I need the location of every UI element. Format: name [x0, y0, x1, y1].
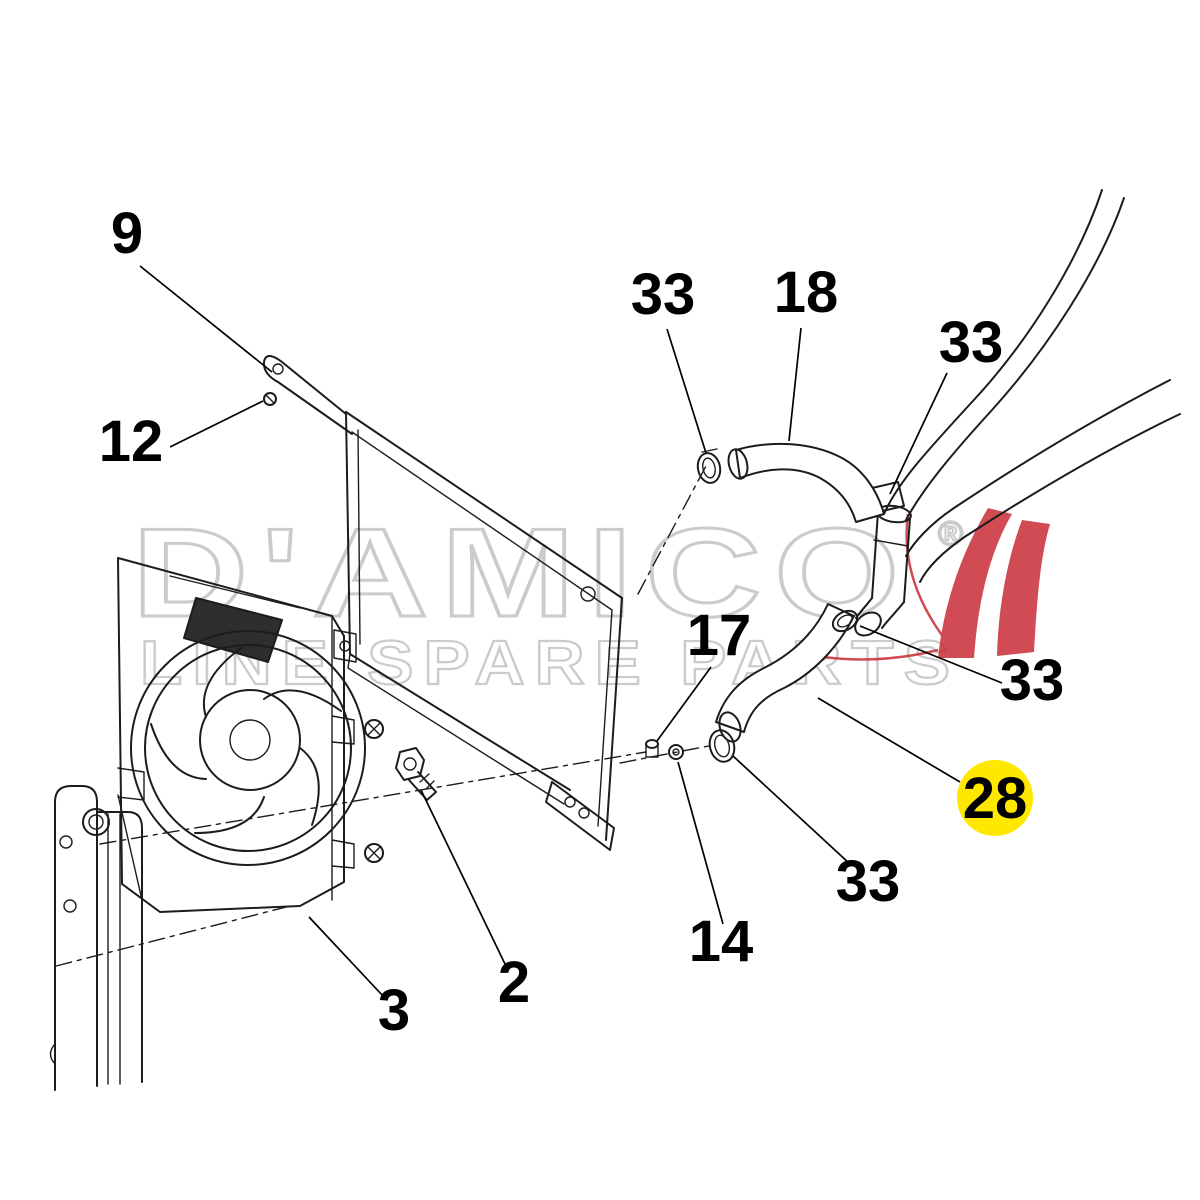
radiator-fitting-2: [63, 899, 77, 913]
leader-33-c: [859, 625, 1003, 684]
radiator: [49, 785, 143, 1091]
fan-blades: [150, 647, 342, 834]
part-label-12: 12: [99, 409, 164, 474]
leader-3: [308, 916, 384, 997]
logo-swoosh-1: [815, 648, 939, 661]
hose-clamp-33-a: [696, 448, 722, 484]
fan-assembly: [117, 557, 384, 913]
radiator-cap: [82, 808, 110, 836]
radiator-fitting-1: [59, 835, 73, 849]
leader-lines: [139, 265, 1003, 997]
part-label-17: 17: [687, 603, 752, 668]
logo-right-petal: [997, 520, 1050, 656]
highlight-circle-28: [957, 760, 1033, 836]
part-label-33-c: 33: [1000, 648, 1065, 713]
washer-14: [668, 744, 684, 760]
shroud-connector: [117, 767, 145, 801]
fan-ring-inner: [144, 644, 352, 852]
bracket-hole: [580, 586, 596, 602]
shroud-tab-lower: [331, 839, 355, 869]
screw-12: [263, 392, 277, 406]
bolt-17: [645, 739, 659, 758]
leader-9: [139, 265, 273, 373]
hose-18: [727, 442, 885, 523]
shroud-screw-lower: [364, 843, 384, 863]
part-labels: 9 12 33 18 33 17 33 28 33 14 2 3: [99, 201, 1065, 1043]
hose-clamp-33-d: [708, 729, 736, 763]
hose-clamp-33-c: [831, 609, 859, 633]
watermark-logo: [815, 508, 1050, 661]
shroud-tab-upper: [331, 715, 355, 745]
part-label-14: 14: [689, 909, 754, 974]
fan-shroud: [117, 557, 345, 913]
leader-33-d: [732, 755, 851, 865]
part-label-28: 28: [963, 766, 1028, 831]
leader-33-b: [889, 372, 948, 495]
bracket-tab-hole: [272, 363, 284, 375]
leader-18: [788, 327, 802, 442]
pipe-assembly: [883, 189, 1181, 583]
leader-17: [656, 666, 712, 742]
sensor-bolt-2: [395, 747, 437, 801]
bracket: [262, 355, 623, 851]
leader-12: [169, 400, 264, 448]
bracket-foot: [545, 781, 615, 851]
fan-ring-outer: [130, 630, 366, 866]
logo-left-petal: [938, 508, 1012, 658]
part-label-3: 3: [378, 978, 410, 1043]
part-label-9: 9: [111, 201, 143, 266]
shroud-screw-upper: [364, 719, 384, 739]
leader-14: [677, 761, 724, 925]
fan-hub: [199, 689, 301, 791]
part-label-2: 2: [498, 950, 530, 1015]
part-label-33-b: 33: [939, 310, 1004, 375]
leader-33-a: [666, 328, 707, 454]
centerlines: [55, 465, 715, 967]
bracket-top-tab: [262, 355, 353, 435]
leader-2: [420, 789, 506, 965]
bracket-left-tab: [333, 629, 357, 663]
part-label-33-a: 33: [631, 262, 696, 327]
logo-swoosh-2: [905, 513, 946, 639]
part-label-33-d: 33: [836, 849, 901, 914]
leader-28: [817, 697, 961, 783]
part-label-18: 18: [774, 260, 839, 325]
